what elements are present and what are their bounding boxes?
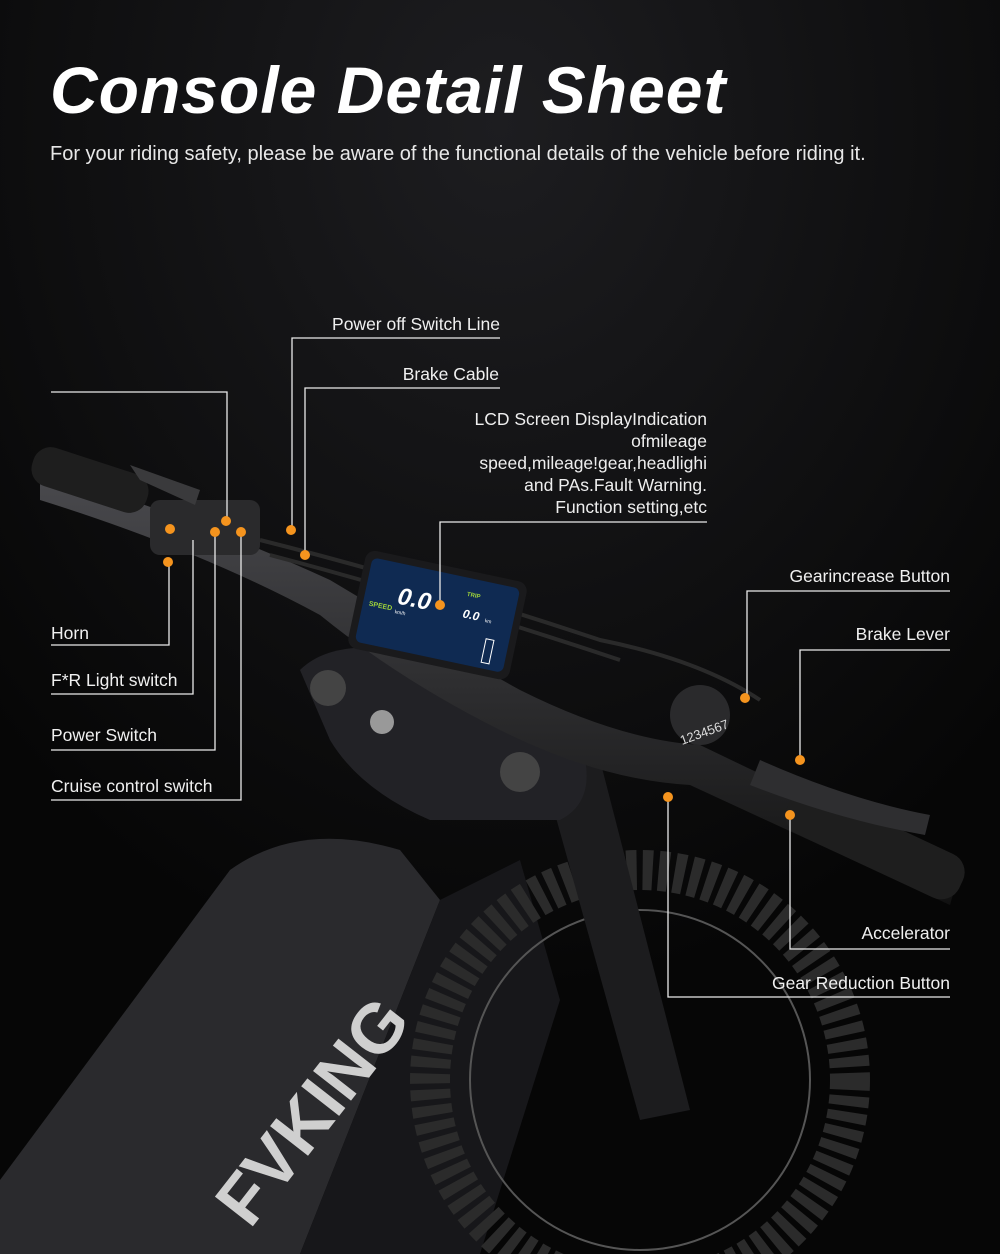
right-brake-lever: [750, 760, 930, 835]
label-cruise-control-switch: Cruise control switch: [51, 776, 213, 796]
label-power-off-switch-line: Power off Switch Line: [332, 314, 500, 334]
handlebar: [40, 470, 960, 905]
shifter: [670, 685, 730, 745]
leader-lines: [51, 337, 950, 998]
label-fr-light-switch: F*R Light switch: [51, 670, 178, 690]
seat: [0, 838, 440, 1254]
page-title: Console Detail Sheet: [50, 53, 727, 127]
label-gear-reduction-button: Gear Reduction Button: [771, 973, 950, 993]
lcd-line: and PAs.Fault Warning.: [524, 475, 707, 495]
label-gear-increase-button: Gearincrease Button: [789, 566, 950, 586]
page-subtitle: For your riding safety, please be aware …: [50, 143, 866, 165]
label-horn: Horn: [51, 623, 89, 643]
lcd-trip: 0.0: [461, 607, 481, 624]
callout-dots: [163, 516, 805, 820]
lcd-speed-label: SPEED: [368, 601, 393, 613]
right-grip: [785, 788, 965, 900]
label-brake-lever: Brake Lever: [855, 624, 950, 644]
lcd-screen: 0.0 SPEED km/h TRIP 0.0 km: [348, 550, 527, 680]
front-tire: [410, 850, 870, 1254]
lcd-line: speed,mileage!gear,headlighi: [479, 453, 707, 473]
lcd-speed-unit: km/h: [394, 609, 406, 617]
lcd-trip-label: TRIP: [466, 592, 481, 601]
label-accelerator: Accelerator: [861, 923, 950, 943]
label-brake-cable: Brake Cable: [402, 364, 499, 384]
lcd-trip-unit: km: [484, 618, 492, 625]
left-grip: [31, 447, 149, 513]
label-power-switch: Power Switch: [51, 725, 158, 745]
left-switch-block: [150, 500, 260, 555]
lcd-line: ofmileage: [631, 431, 707, 451]
left-brake-lever: [130, 465, 200, 505]
label-lcd-screen: LCD Screen DisplayIndication ofmileage s…: [475, 408, 707, 518]
fork: [540, 760, 690, 1120]
lcd-line: LCD Screen DisplayIndication: [474, 409, 707, 429]
battery-icon: [480, 638, 495, 665]
lcd-line: Function setting,etc: [555, 497, 707, 517]
